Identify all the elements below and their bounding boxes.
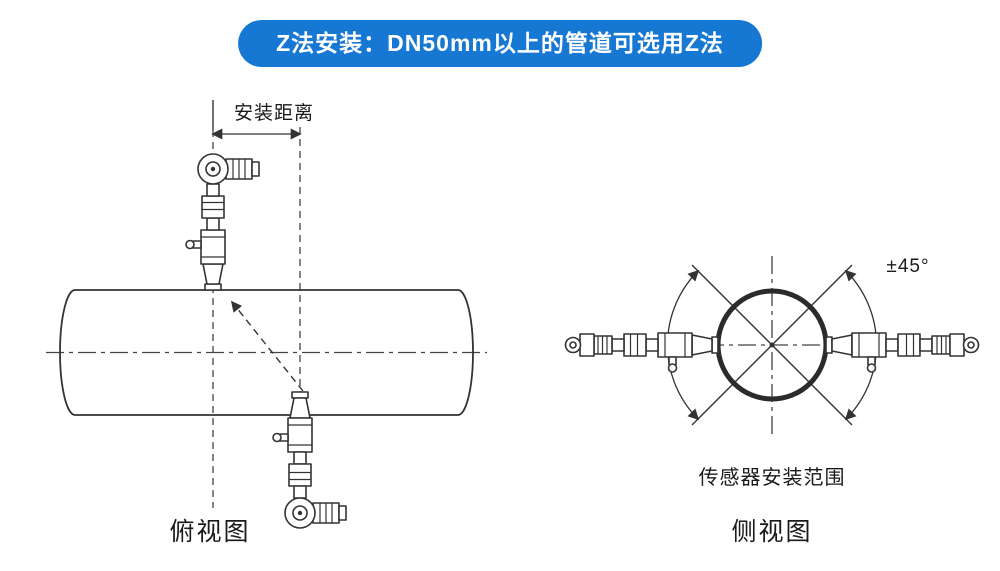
side-view: ±45° 传感器安装范围 侧视图 [566, 256, 979, 546]
upper-transducer-connector [197, 153, 260, 185]
sensor-range-label: 传感器安装范围 [699, 466, 846, 489]
top-view-caption: 俯视图 [169, 518, 250, 546]
side-left-transducer [566, 333, 719, 372]
beam-path [230, 300, 304, 392]
pipe [59, 289, 474, 416]
install-distance-label: 安装距离 [234, 102, 314, 124]
side-view-caption: 侧视图 [731, 518, 812, 546]
angle-label: ±45° [886, 256, 929, 277]
upper-transducer [185, 183, 226, 291]
banner-text: Z法安装：DN50mm以上的管道可选用Z法 [276, 30, 724, 56]
banner: Z法安装：DN50mm以上的管道可选用Z法 [238, 20, 762, 67]
lower-transducer [272, 391, 313, 499]
top-view: 安装距离 俯视图 [46, 100, 487, 546]
lower-transducer-connector [284, 497, 347, 529]
side-right-transducer [826, 333, 979, 372]
pipe-center-dot [769, 342, 775, 348]
